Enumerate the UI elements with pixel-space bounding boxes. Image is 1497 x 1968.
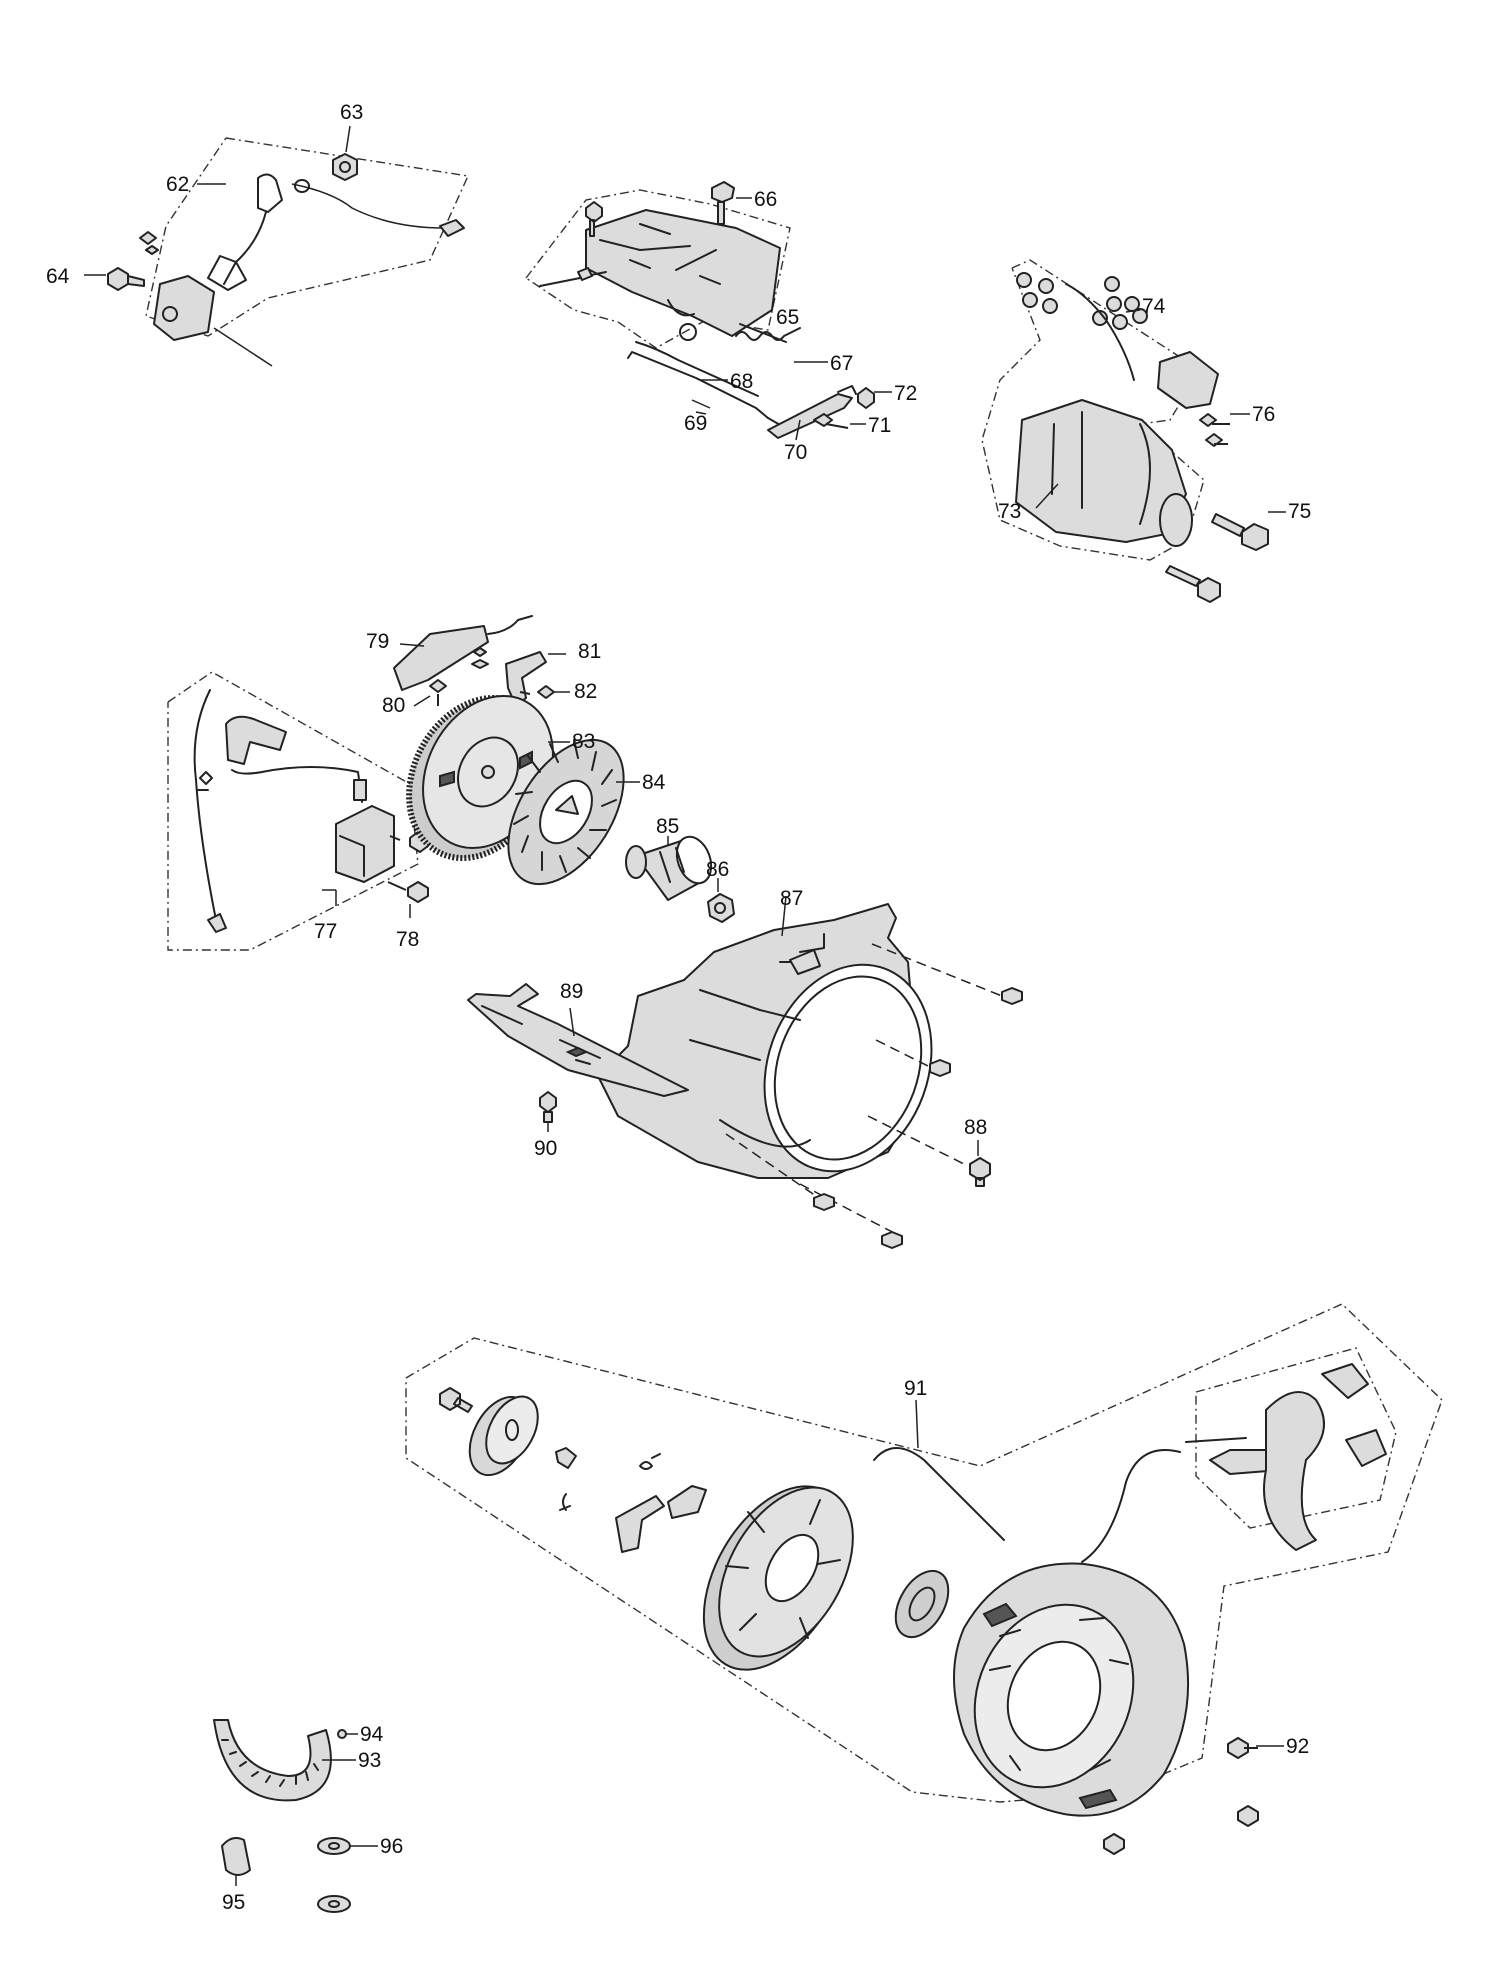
group-misc-93-96 <box>213 1719 378 1913</box>
label-74: 74 <box>1142 295 1166 318</box>
part-76-screw <box>1199 413 1230 427</box>
label-79: 79 <box>366 630 389 653</box>
part-80-screw <box>429 679 447 706</box>
part-67-spring <box>735 327 801 341</box>
label-95: 95 <box>222 1891 245 1914</box>
label-72: 72 <box>894 382 917 405</box>
part-79-bracket <box>393 625 489 691</box>
group-governor-65-72 <box>525 181 892 441</box>
label-69: 69 <box>684 412 707 435</box>
part-91-bolt <box>439 1387 473 1413</box>
group-recoil-91-92 <box>405 1303 1443 1855</box>
group-starter-73-76 <box>981 259 1286 603</box>
part-85-hub <box>625 835 713 901</box>
label-90: 90 <box>534 1137 557 1160</box>
part-62-sensor <box>207 173 283 291</box>
part-89-shroud-plate <box>467 983 689 1097</box>
part-93-clamp <box>213 1719 332 1802</box>
label-81: 81 <box>578 640 601 663</box>
label-77: 77 <box>314 920 337 943</box>
part-81-trigger <box>505 651 547 707</box>
part-77-coil <box>335 805 395 883</box>
label-75: 75 <box>1288 500 1311 523</box>
label-63: 63 <box>340 101 363 124</box>
label-64: 64 <box>46 265 70 288</box>
label-65: 65 <box>776 306 799 329</box>
label-68: 68 <box>730 370 753 393</box>
part-95-cap <box>221 1837 251 1876</box>
part-86-nut <box>707 893 735 923</box>
label-88: 88 <box>964 1116 987 1139</box>
label-85: 85 <box>656 815 679 838</box>
label-87: 87 <box>780 887 803 910</box>
part-90-screw <box>539 1091 557 1123</box>
part-72-nut <box>857 387 875 409</box>
part-96-washer-2 <box>317 1895 351 1913</box>
part-88-bolt <box>969 1157 991 1187</box>
part-63-nut <box>332 153 358 181</box>
label-94: 94 <box>360 1723 384 1746</box>
label-73: 73 <box>998 500 1021 523</box>
label-91: 91 <box>904 1377 927 1400</box>
part-74-washer-set <box>1016 272 1148 330</box>
part-96-washer <box>317 1837 351 1855</box>
part-65-cover <box>585 209 781 337</box>
label-71: 71 <box>868 414 891 437</box>
label-83: 83 <box>572 730 595 753</box>
label-93: 93 <box>358 1749 381 1772</box>
part-68-link <box>635 341 759 397</box>
part-69-rod <box>627 351 783 427</box>
label-78: 78 <box>396 928 419 951</box>
group-sensor-62-64 <box>84 125 470 367</box>
part-70-lever <box>767 393 853 439</box>
part-71-screw <box>813 413 849 429</box>
label-92: 92 <box>1286 1735 1309 1758</box>
label-82: 82 <box>574 680 597 703</box>
label-89: 89 <box>560 980 583 1003</box>
label-86: 86 <box>706 858 729 881</box>
part-84-fan <box>507 738 625 886</box>
label-84: 84 <box>642 771 666 794</box>
label-96: 96 <box>380 1835 403 1858</box>
label-80: 80 <box>382 694 405 717</box>
part-64-bolt <box>107 267 145 291</box>
label-67: 67 <box>830 352 853 375</box>
part-92-screw <box>1227 1737 1258 1759</box>
label-62: 62 <box>166 173 189 196</box>
group-flywheel-79-86 <box>393 615 735 923</box>
group-ignition-77-78 <box>167 671 429 951</box>
group-housing-87-90 <box>467 895 1023 1249</box>
part-66-bolt <box>711 181 735 225</box>
part-75-bolt <box>1211 513 1269 551</box>
label-66: 66 <box>754 188 777 211</box>
label-70: 70 <box>784 441 807 464</box>
part-78-bolt <box>387 881 429 903</box>
part-labels: 63 62 64 66 65 67 68 69 70 71 72 74 76 7… <box>46 101 1311 1914</box>
label-76: 76 <box>1252 403 1275 426</box>
part-94-pin <box>337 1729 347 1739</box>
